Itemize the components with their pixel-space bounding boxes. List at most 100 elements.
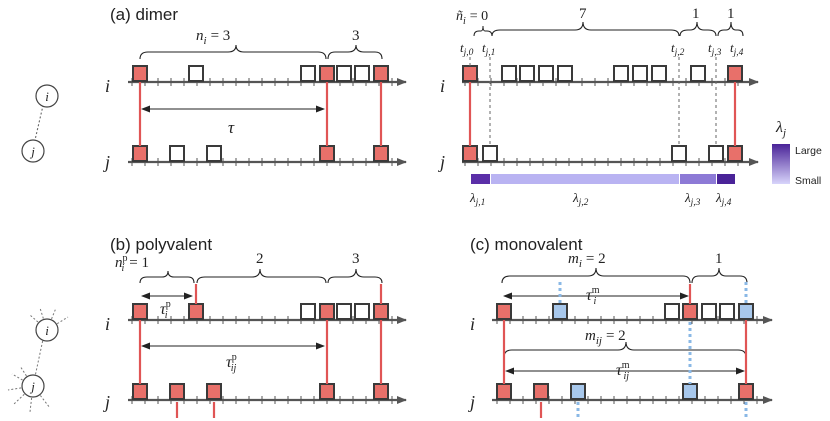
event-empty [169, 145, 185, 162]
event-blue [570, 383, 586, 400]
event-empty [613, 65, 629, 82]
event-empty [664, 303, 680, 320]
event-blue [682, 383, 698, 400]
event-empty [206, 145, 222, 162]
brace-count-1a: 1 [679, 6, 717, 37]
event-empty [188, 65, 204, 82]
node-pair-top: i j [21, 84, 59, 163]
t-j0-label: tj,0 [460, 40, 474, 58]
event-red [727, 145, 743, 162]
event-empty [300, 303, 316, 320]
n-i-label: ni= 3 [196, 28, 230, 47]
event-red [132, 65, 148, 82]
event-red [462, 65, 478, 82]
event-empty [701, 303, 717, 320]
axis-label-i: i [470, 314, 475, 334]
node-j [21, 374, 45, 398]
event-empty [671, 145, 687, 162]
node-j-label: j [29, 379, 35, 394]
lambda-2-label: λj,2 [572, 190, 589, 208]
event-red [132, 145, 148, 162]
t-j1-label: tj,1 [482, 40, 495, 58]
brace-count-3 [327, 268, 383, 284]
timeline-i [128, 65, 407, 86]
event-red [682, 303, 698, 320]
panel-c-title: (c) monovalent [470, 235, 583, 254]
event-empty [482, 145, 498, 162]
node-i-label: i [45, 323, 49, 338]
event-red [319, 145, 335, 162]
count-right: 3 [352, 28, 360, 44]
event-red [132, 383, 148, 400]
brace-n-p [139, 270, 195, 284]
event-red [319, 65, 335, 82]
event-red [206, 383, 222, 400]
timeline-i [492, 303, 773, 324]
axis-label-j: j [468, 392, 475, 412]
event-empty [336, 303, 352, 320]
timeline-j [128, 145, 407, 166]
node-i [35, 84, 59, 108]
axis-label-j: j [438, 152, 445, 172]
event-empty [501, 65, 517, 82]
brace-count-7: 7 [491, 6, 680, 37]
axis-label-j: j [103, 152, 110, 172]
event-empty [632, 65, 648, 82]
node-j-label: j [29, 144, 35, 159]
event-red [373, 303, 389, 320]
panel-b-title: (b) polyvalent [110, 235, 212, 254]
axis-label-j: j [103, 392, 110, 412]
brace-m-i [501, 267, 691, 284]
event-red [319, 383, 335, 400]
count-2: 2 [256, 251, 264, 267]
ntilde-label: ñi= 0 [456, 9, 493, 37]
event-red [738, 383, 754, 400]
tau-arrow: τ [141, 105, 325, 137]
brace-count-1 [691, 267, 748, 284]
lambda-bar-3 [680, 174, 716, 184]
lambda-bar-4 [717, 174, 735, 184]
event-red [373, 383, 389, 400]
m-ij-label: mij= 2 [585, 328, 626, 347]
event-red [373, 65, 389, 82]
svg-text:ñi= 0: ñi= 0 [456, 9, 488, 27]
axis-label-i: i [105, 314, 110, 334]
event-red [169, 383, 185, 400]
event-red [373, 145, 389, 162]
node-pair-bottom: i j [7, 307, 69, 413]
count-3: 3 [352, 251, 360, 267]
event-empty [719, 303, 735, 320]
count-1: 1 [715, 251, 723, 267]
lambda-1-label: λj,1 [469, 190, 485, 208]
event-red [533, 383, 549, 400]
event-red [132, 303, 148, 320]
connectors [138, 82, 748, 418]
event-empty [354, 303, 370, 320]
legend-small: Small [795, 175, 821, 187]
brace-right-count: 3 [327, 28, 383, 60]
axis-label-i: i [440, 76, 445, 96]
m-i-label: mi= 2 [568, 251, 606, 270]
event-empty [300, 65, 316, 82]
count-7: 7 [579, 6, 587, 22]
event-empty [538, 65, 554, 82]
event-blue [738, 303, 754, 320]
tau-label: τ [228, 118, 235, 137]
node-i-label: i [45, 89, 49, 104]
panel-a-right: i j ñi= 0 7 1 1 tj,0 tj,1 tj,2 tj,3 tj,4 [438, 6, 822, 208]
lambda-legend: λj Large Small [772, 119, 822, 187]
event-red [188, 303, 204, 320]
event-empty [651, 65, 667, 82]
timeline-j [462, 145, 759, 166]
event-blue [552, 303, 568, 320]
t-j2-label: tj,2 [671, 40, 685, 58]
event-red [496, 383, 512, 400]
